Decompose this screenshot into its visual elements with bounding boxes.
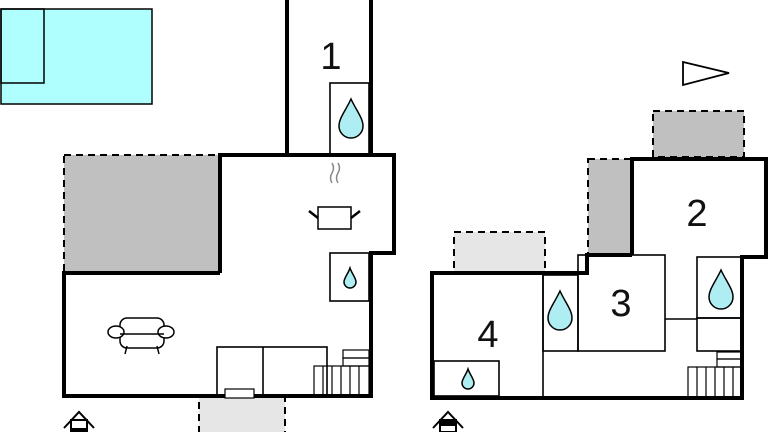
stairs-icon	[687, 351, 743, 398]
entrance-icon	[432, 410, 464, 432]
water-drop-icon	[708, 268, 734, 310]
cooking-pot-icon	[308, 162, 361, 230]
water-drop-icon	[461, 366, 475, 390]
terrace-side	[587, 158, 633, 256]
room-label-4: 4	[477, 314, 498, 356]
water-drop-icon	[343, 265, 357, 289]
armchair-icon	[107, 317, 175, 355]
terrace-left	[453, 231, 546, 274]
cabinets	[216, 346, 328, 397]
right-building-walls	[430, 157, 768, 400]
entrance-icon	[63, 410, 95, 432]
room-label-2: 2	[686, 193, 707, 235]
room-label-1: 1	[320, 36, 341, 78]
terrace-top	[652, 110, 745, 158]
north-arrow-icon	[682, 60, 730, 87]
terrace-covered	[63, 154, 221, 274]
interior-walls	[433, 254, 743, 397]
water-drop-icon	[547, 289, 573, 331]
room-label-3: 3	[610, 283, 631, 325]
pool-icon	[0, 8, 153, 105]
bathroom-small	[329, 252, 370, 302]
door	[224, 388, 255, 399]
terrace-open	[198, 396, 286, 432]
stairs-icon	[313, 349, 370, 397]
left-building-walls	[62, 153, 396, 398]
water-drop-icon	[338, 97, 364, 139]
